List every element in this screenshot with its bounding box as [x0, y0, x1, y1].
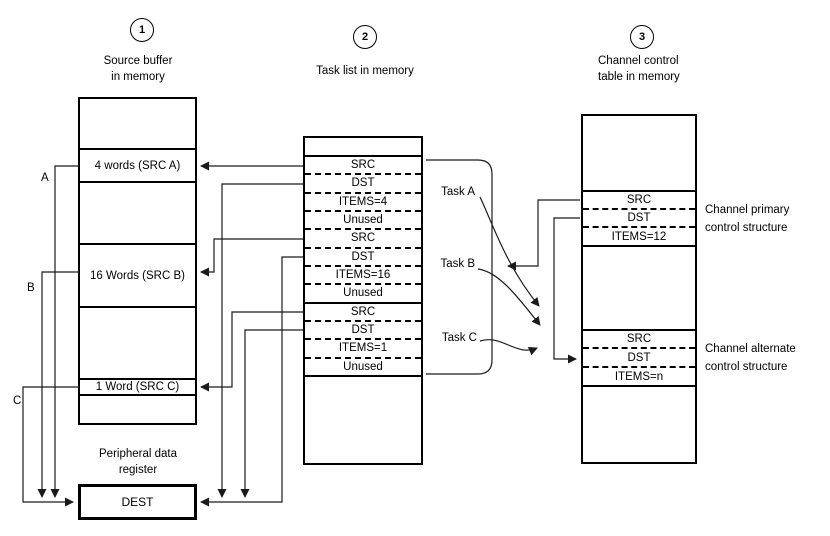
task-c-unused-row: Unused [305, 359, 421, 377]
task-c-label: Task C [441, 332, 477, 344]
task-b-items-row: ITEMS=16 [305, 267, 421, 286]
primary-items-row: ITEMS=12 [583, 228, 695, 247]
flow-a-line [50, 165, 79, 498]
task-a-dst-row: DST [305, 175, 421, 194]
channel-table-title-line1: Channel control [598, 55, 679, 67]
source-buffer-title-line1: Source buffer [103, 55, 173, 67]
channel-control-table-box: SRC DST ITEMS=12 SRC DST ITEMS=n [581, 114, 697, 464]
task-b-src-pointer [200, 238, 303, 277]
primary-dst-pointer [553, 217, 580, 364]
dest-register-label: DEST [121, 495, 154, 509]
task-b-unused-row: Unused [305, 285, 421, 304]
task-list-box: SRC DST ITEMS=4 Unused SRC DST ITEMS=16 … [303, 136, 423, 465]
primary-structure-caption: Channel primary control structure [705, 201, 789, 237]
flow-label-a: A [41, 172, 49, 184]
channel-table-title: Channel control table in memory [598, 53, 718, 85]
step-1-number: 1 [138, 24, 146, 36]
source-row-c: 1 Word (SRC C) [80, 378, 195, 396]
step-3-number: 3 [638, 31, 646, 43]
flow-label-b: B [27, 282, 35, 294]
step-3-badge: 3 [630, 25, 654, 49]
primary-src-pointer [507, 199, 580, 271]
primary-structure-caption-line2: control structure [705, 222, 788, 234]
task-c-dst-pointer [240, 329, 303, 498]
task-c-items-row: ITEMS=1 [305, 340, 421, 359]
primary-structure-caption-line1: Channel primary [705, 204, 790, 216]
primary-src-row: SRC [583, 192, 695, 210]
step-2-number: 2 [361, 31, 369, 43]
alternate-dst-row: DST [583, 349, 695, 368]
peripheral-register-title-line2: register [118, 464, 158, 476]
task-list-empty-top [305, 138, 421, 157]
channel-empty-top [583, 116, 695, 192]
task-c-src-row: SRC [305, 304, 421, 322]
alternate-src-row: SRC [583, 331, 695, 349]
task-b-copy-arrow [477, 268, 541, 326]
task-list-empty-bottom [305, 377, 421, 463]
task-c-copy-arrow [479, 339, 538, 356]
alternate-structure-caption: Channel alternate control structure [705, 340, 796, 376]
alternate-items-row: ITEMS=n [583, 368, 695, 387]
task-c-src-pointer [200, 311, 303, 392]
peripheral-register-title: Peripheral data register [77, 446, 199, 478]
task-a-label: Task A [441, 186, 475, 198]
flow-label-c: C [13, 395, 22, 407]
task-a-items-row: ITEMS=4 [305, 194, 421, 212]
step-2-badge: 2 [353, 25, 377, 49]
task-a-copy-arrow [479, 196, 540, 307]
channel-empty-bottom [583, 387, 695, 462]
source-row-a: 4 words (SRC A) [80, 148, 195, 183]
task-c-dst-row: DST [305, 322, 421, 341]
dest-register-box: DEST [78, 484, 197, 520]
alternate-structure-caption-line1: Channel alternate [705, 343, 796, 355]
source-buffer-box: 4 words (SRC A) 16 Words (SRC B) 1 Word … [78, 97, 197, 425]
task-a-dst-pointer [217, 183, 303, 498]
channel-empty-middle [583, 247, 695, 331]
peripheral-register-title-line1: Peripheral data [99, 448, 177, 460]
flow-b-line [37, 271, 79, 498]
task-b-src-row: SRC [305, 230, 421, 249]
flow-c-line [22, 386, 79, 507]
task-b-dst-pointer [200, 256, 303, 507]
channel-table-title-line2: table in memory [598, 71, 680, 83]
source-row-b: 16 Words (SRC B) [80, 243, 195, 308]
task-a-src-row: SRC [305, 157, 421, 176]
primary-dst-row: DST [583, 210, 695, 228]
source-buffer-title-line2: in memory [111, 71, 165, 83]
source-buffer-title: Source buffer in memory [77, 53, 199, 85]
task-a-unused-row: Unused [305, 212, 421, 231]
task-list-title: Task list in memory [316, 65, 414, 77]
step-1-badge: 1 [130, 18, 154, 42]
alternate-structure-caption-line2: control structure [705, 361, 788, 373]
task-b-label: Task B [440, 258, 475, 270]
task-b-dst-row: DST [305, 249, 421, 267]
